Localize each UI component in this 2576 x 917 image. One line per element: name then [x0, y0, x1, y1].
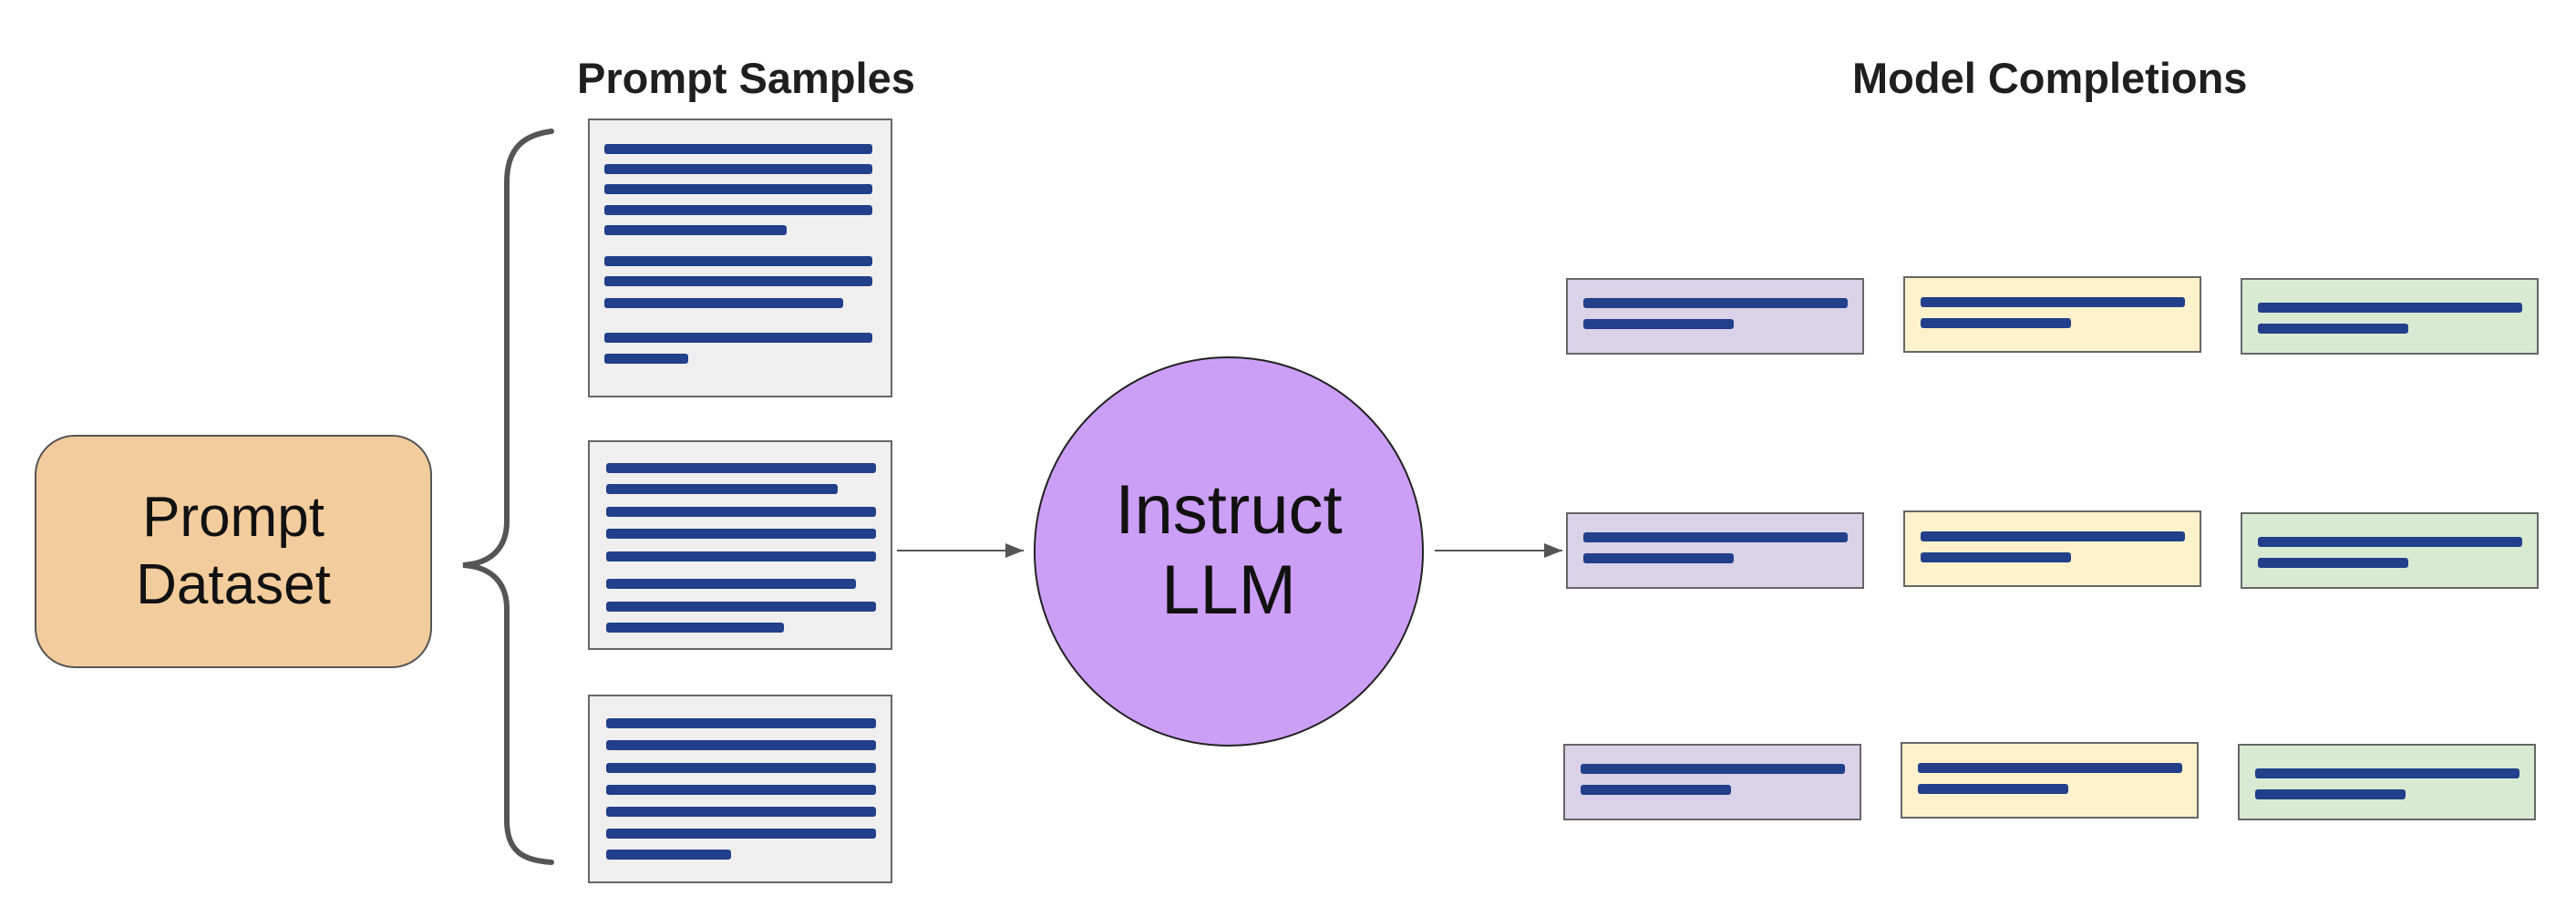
sample-text-lines: [604, 144, 872, 364]
completion-card: [2241, 278, 2539, 355]
completion-card: [1566, 278, 1864, 355]
sample-text-lines: [606, 463, 876, 633]
completion-card: [2241, 512, 2539, 589]
instruct-llm-node: Instruct LLM: [1034, 356, 1424, 747]
prompt-sample-2: [588, 440, 892, 650]
sample-text-lines: [606, 718, 876, 860]
instruct-llm-label-line2: LLM: [1161, 551, 1296, 629]
prompt-dataset-label-line2: Dataset: [136, 553, 331, 616]
completion-card: [2238, 744, 2536, 820]
completion-card: [1566, 512, 1864, 589]
completion-card: [1903, 510, 2201, 587]
prompt-dataset-label-line1: Prompt: [142, 486, 325, 549]
prompt-sample-1: [588, 118, 892, 397]
completion-card: [1903, 276, 2201, 353]
completion-row-2: [1566, 510, 2539, 589]
grouping-brace: [462, 129, 554, 865]
completion-card: [1563, 744, 1861, 820]
model-completions-heading: Model Completions: [1852, 54, 2248, 102]
prompt-dataset-box: Prompt Dataset: [35, 435, 432, 668]
prompt-samples-heading: Prompt Samples: [577, 54, 915, 102]
instruct-llm-label-line1: Instruct: [1115, 471, 1342, 549]
completion-row-3: [1563, 742, 2536, 820]
completion-row-1: [1566, 276, 2539, 355]
completion-card: [1901, 742, 2199, 819]
prompt-sample-3: [588, 695, 892, 883]
